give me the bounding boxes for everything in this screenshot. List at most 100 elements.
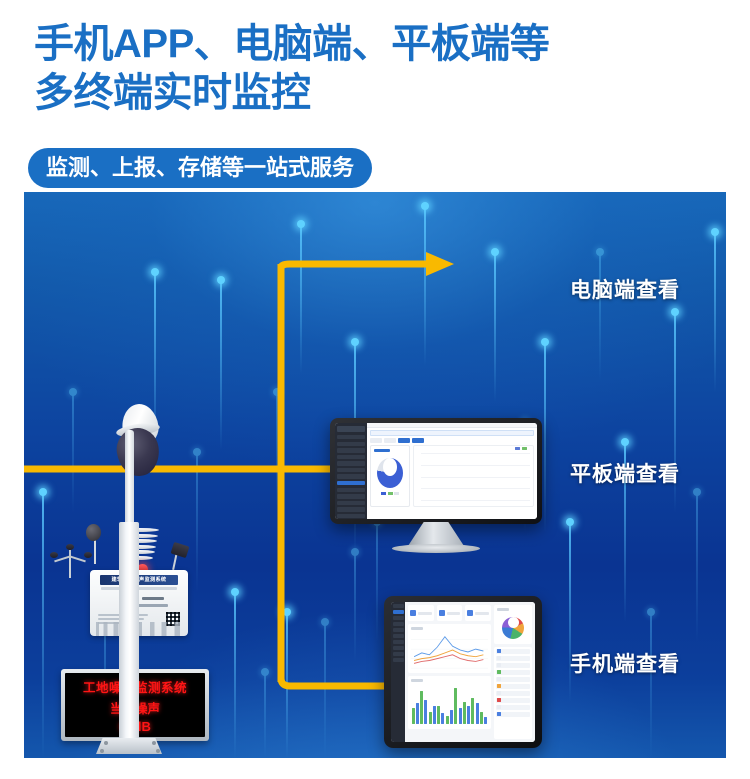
stat-card[interactable] (408, 605, 434, 621)
tablet-sidebar-item (392, 658, 404, 662)
tablet-bar-chart (411, 684, 488, 726)
tablet-right-column (494, 605, 532, 739)
list-item (496, 697, 530, 703)
list-item (496, 690, 530, 696)
donut-chart-card (370, 445, 410, 507)
bar-chart-card (408, 676, 491, 729)
subtitle-pill: 监测、上报、存储等一站式服务 (28, 148, 373, 188)
dashboard-charts (370, 445, 534, 507)
filter-bar[interactable] (370, 430, 534, 436)
board-title: 建筑工地噪声监测系统 (100, 575, 178, 585)
tablet-sidebar-item (392, 622, 404, 626)
support-pole (119, 522, 139, 744)
noise-microphone-icon (86, 524, 101, 541)
anemometer-cup (84, 552, 92, 558)
stat-card[interactable] (436, 605, 463, 621)
sidebar-item[interactable] (337, 467, 365, 473)
list-item (496, 711, 530, 717)
list-item (496, 669, 530, 675)
anemometer-cup (66, 544, 74, 550)
sidebar-item[interactable] (337, 435, 365, 440)
tablet-main (405, 602, 535, 742)
board-logo-text (142, 597, 164, 600)
tablet-device (384, 596, 542, 748)
list-item (496, 648, 530, 654)
list-item (496, 676, 530, 682)
microphone-stalk (94, 536, 96, 564)
tablet-sidebar-item (392, 616, 404, 620)
sidebar-item[interactable] (337, 507, 365, 512)
stat-card[interactable] (465, 605, 492, 621)
sidebar-item[interactable] (337, 494, 365, 499)
dashboard-sidebar[interactable] (335, 423, 367, 519)
anemometer-cup (50, 552, 58, 558)
bar-chart-gridlines (421, 453, 530, 501)
headline-line-1: 手机APP、电脑端、平板端等 (34, 22, 550, 66)
toolbar-primary-button[interactable] (412, 438, 424, 443)
radiation-shield-sensor (119, 528, 159, 560)
noise-monitoring-station: 建筑工地噪声监测系统 工地噪声监测系统 当前噪声 64dB (24, 192, 264, 758)
sidebar-item[interactable] (337, 500, 365, 506)
tablet-sidebar-item (392, 634, 404, 638)
bar-chart-plot (421, 453, 530, 500)
tablet-sidebar-item-active (392, 610, 404, 614)
list-item (496, 662, 530, 668)
sidebar-item-active[interactable] (337, 481, 365, 486)
tablet-status-list[interactable] (494, 646, 532, 739)
monitor-stand (408, 522, 464, 546)
sidebar-item[interactable] (337, 448, 365, 453)
stat-cards (408, 605, 492, 621)
sidebar-item[interactable] (337, 487, 365, 493)
dashboard-topbar (367, 423, 537, 428)
board-subtitle-bar (101, 587, 177, 590)
tablet-sidebar[interactable] (391, 602, 405, 742)
bar-chart-legend (515, 447, 527, 450)
tablet-sidebar-item (392, 640, 404, 644)
pole-base-plate (96, 738, 162, 754)
label-phone: 手机端查看 (570, 653, 680, 676)
list-item (496, 655, 530, 661)
toolbar-control[interactable] (384, 438, 396, 443)
tablet-bezel (384, 596, 542, 748)
tablet-donut-card (494, 605, 532, 644)
sidebar-logo (337, 426, 365, 432)
tablet-sidebar-item (392, 628, 404, 632)
list-item (496, 704, 530, 710)
board-logo-subtext (136, 604, 168, 607)
sidebar-item[interactable] (337, 513, 365, 519)
tablet-sidebar-item (392, 604, 404, 608)
monitor-bezel (330, 418, 542, 524)
station-info-board: 建筑工地噪声监测系统 (90, 570, 188, 636)
scene-image: 建筑工地噪声监测系统 工地噪声监测系统 当前噪声 64dB (24, 192, 726, 758)
sidebar-item[interactable] (337, 454, 365, 460)
monitor-base (392, 544, 480, 553)
tablet-donut-chart (502, 616, 524, 639)
sidebar-item[interactable] (337, 461, 365, 466)
dashboard-main (367, 423, 537, 519)
label-tablet: 平板端查看 (570, 463, 680, 486)
toolbar-primary-button[interactable] (398, 438, 410, 443)
tablet-sidebar-item (392, 646, 404, 650)
anemometer-pole (69, 556, 71, 578)
tablet-screen (391, 602, 535, 742)
label-pc: 电脑端查看 (570, 279, 680, 302)
tablet-sidebar-item (392, 652, 404, 656)
camera-arm (125, 430, 134, 530)
toolbar-control[interactable] (370, 438, 382, 443)
list-item (496, 683, 530, 689)
side-sensor-icon (170, 541, 190, 559)
line-chart-card (408, 624, 491, 673)
donut-chart (377, 458, 403, 488)
line-chart (411, 632, 488, 670)
desktop-monitor (330, 418, 542, 553)
sidebar-item[interactable] (337, 474, 365, 479)
skyline-graphic (90, 622, 188, 636)
tablet-left-column (408, 605, 492, 739)
sidebar-item[interactable] (337, 441, 365, 446)
page-title: 手机APP、电脑端、平板端等 多终端实时监控 (34, 20, 724, 118)
toolbar-row (370, 438, 534, 443)
bar-chart-card (413, 445, 534, 507)
headline-line-2: 多终端实时监控 (34, 70, 311, 115)
monitor-screen (335, 423, 537, 519)
